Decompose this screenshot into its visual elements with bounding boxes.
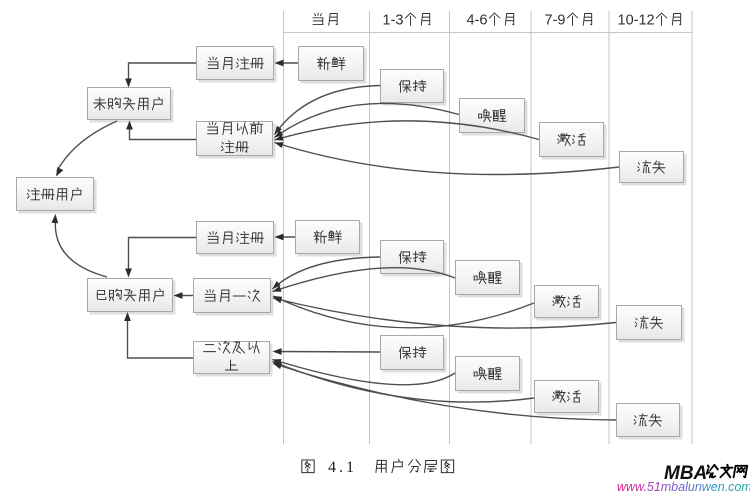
svg-text:4.1: 4.1 (328, 459, 357, 476)
svg-text:10-12: 10-12 (618, 13, 655, 29)
svg-text:7-9: 7-9 (545, 13, 566, 29)
svg-text:www.51mbalunwen.com: www.51mbalunwen.com (617, 480, 750, 494)
svg-text:1-3: 1-3 (383, 13, 404, 29)
svg-text:4-6: 4-6 (467, 13, 488, 29)
svg-text:MBA: MBA (664, 463, 707, 484)
